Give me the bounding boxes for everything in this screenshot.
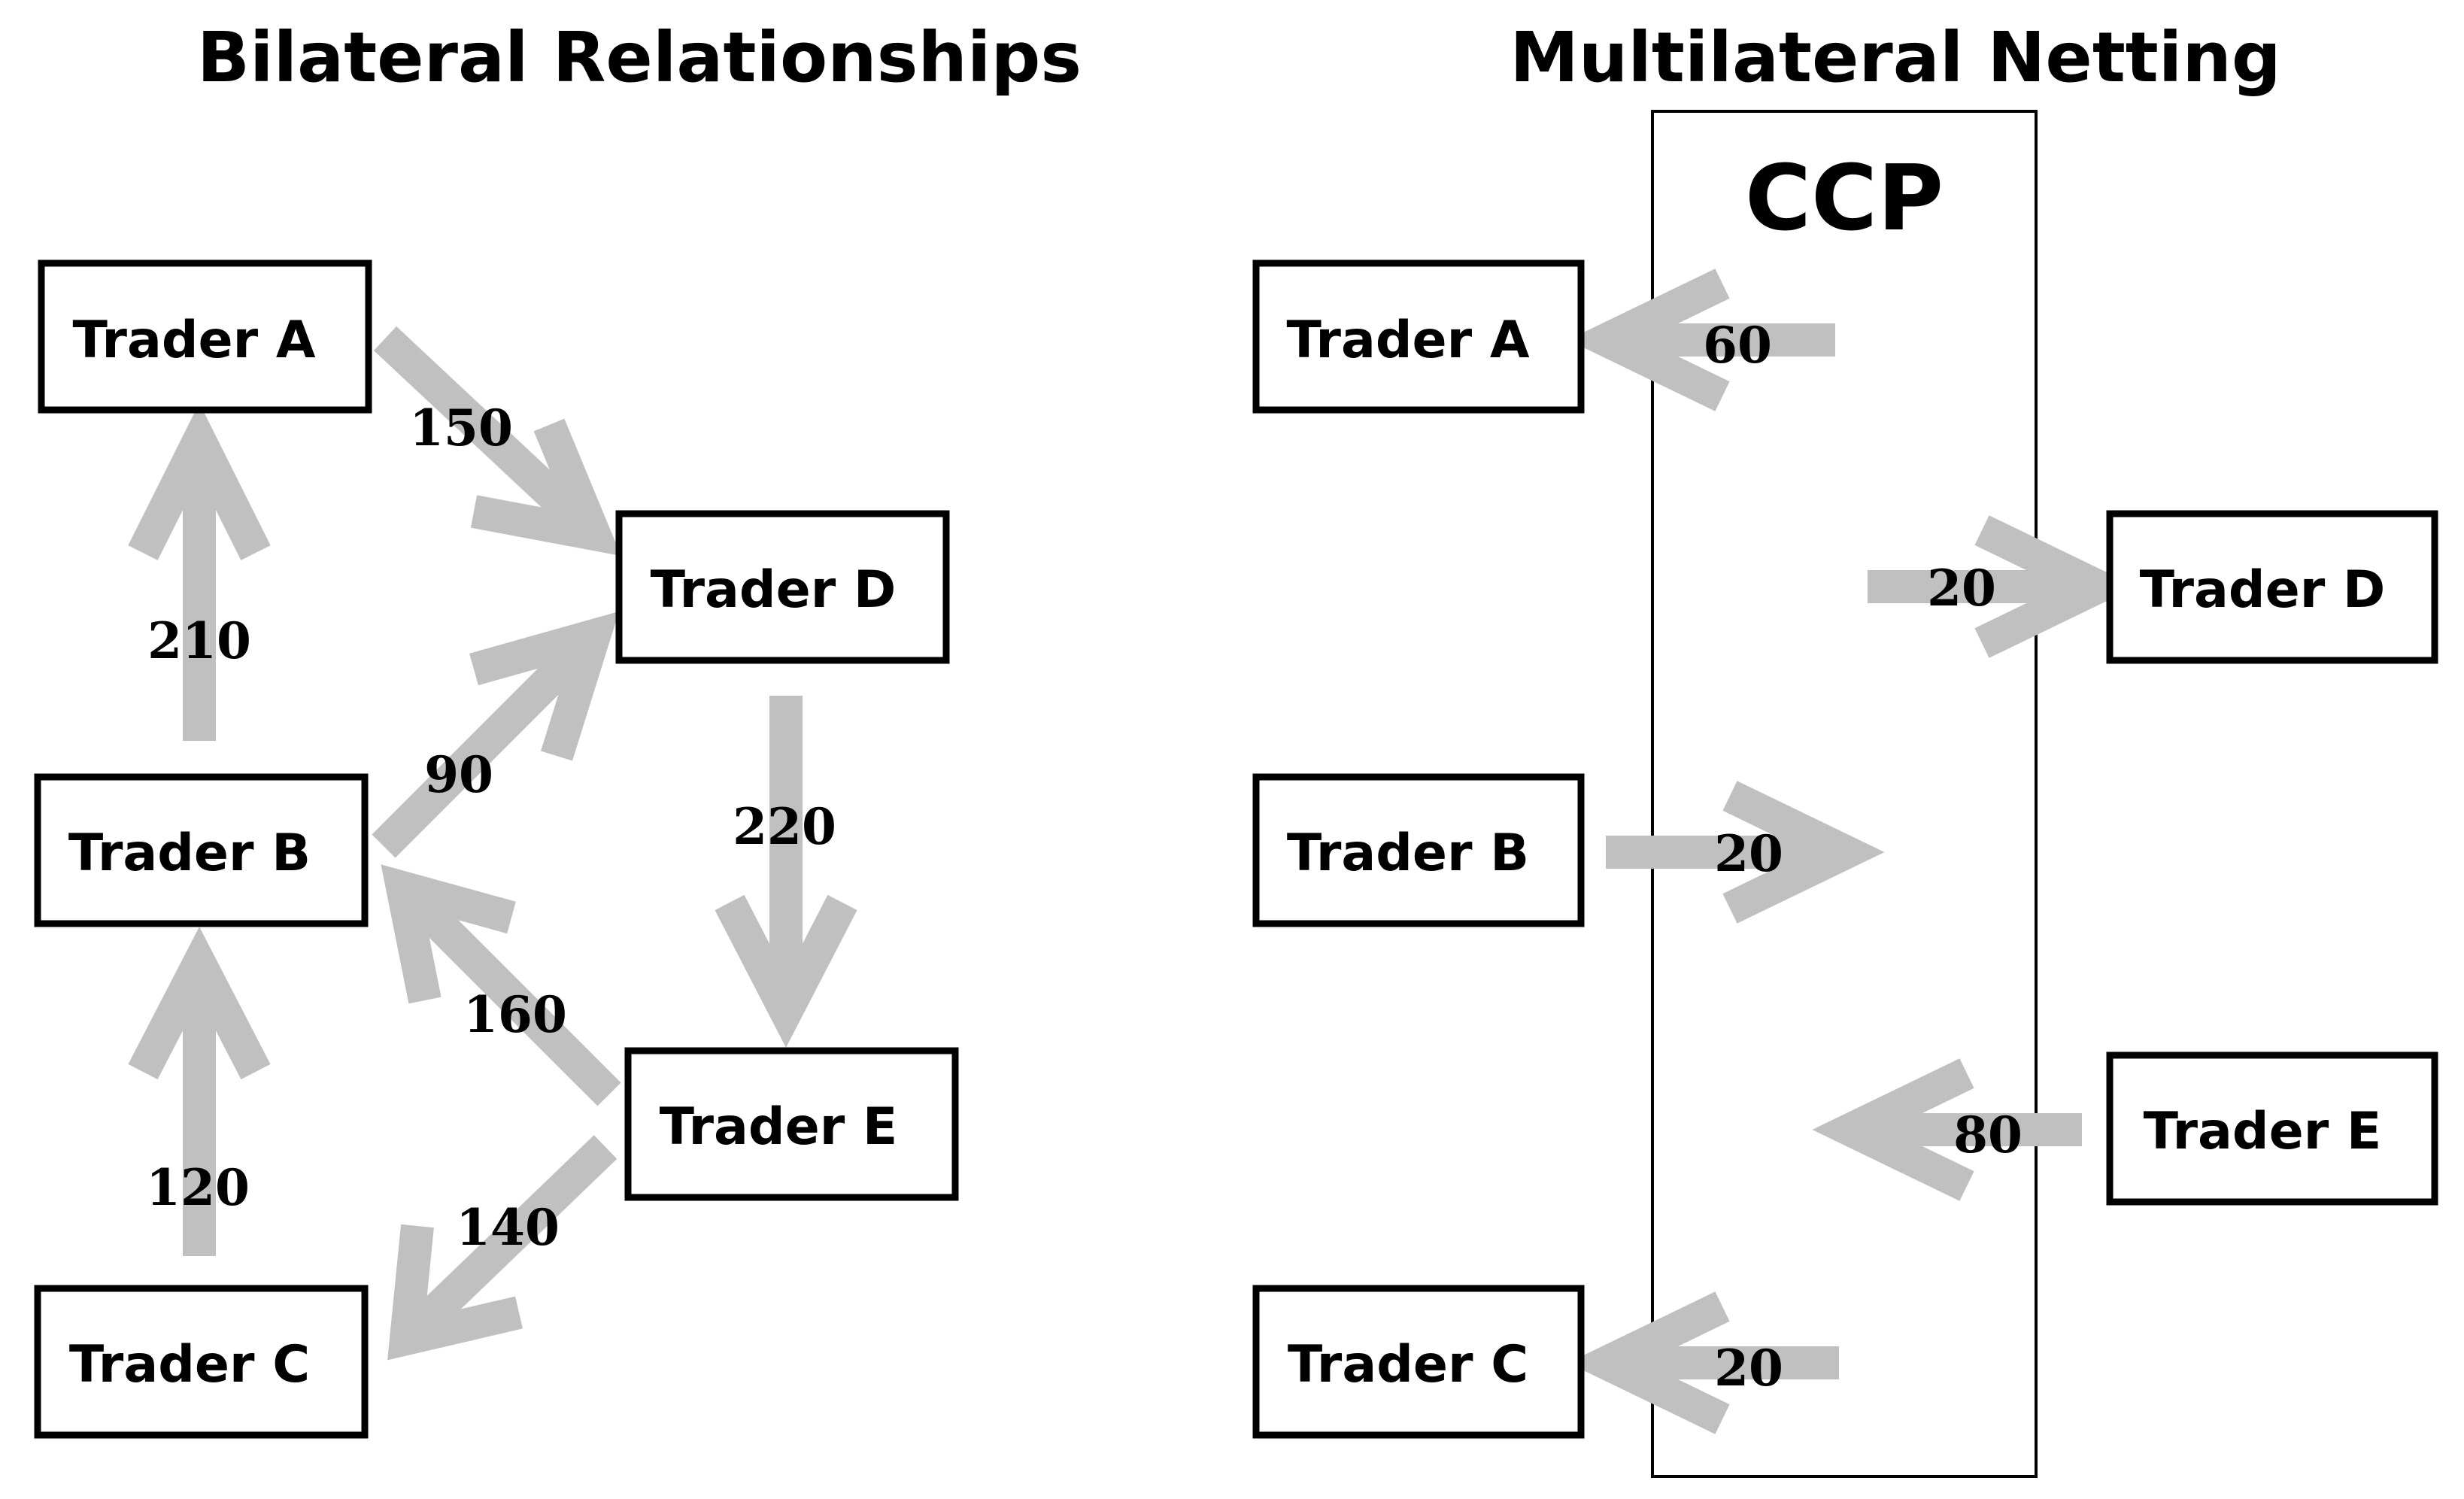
netting-trader-box-c: Trader C <box>1252 1285 1585 1439</box>
flow-arrow-d-to-e <box>715 696 857 1048</box>
amount-label-e-to-c: 140 <box>456 1198 560 1257</box>
netting-arrow-b-to-ccp <box>1606 781 1885 924</box>
trader-label: Trader E <box>2144 1102 2382 1161</box>
ccp-box: CCP <box>1651 110 2038 1478</box>
amount-label-d-to-e: 220 <box>733 797 836 856</box>
netting-arrow-ccp-to-d <box>1868 515 2137 658</box>
flow-arrow-c-to-b <box>128 927 271 1256</box>
netting-amount-ccp-to-c: 20 <box>1714 1339 1783 1397</box>
trader-box-e: Trader E <box>624 1047 959 1201</box>
ccp-label: CCP <box>1745 147 1944 251</box>
netting-arrow-e-to-ccp <box>1812 1058 2082 1201</box>
trader-label: Trader A <box>1287 311 1530 370</box>
flow-arrow-a-to-d <box>373 326 621 557</box>
trader-label: Trader B <box>1287 824 1529 883</box>
netting-amount-e-to-ccp: 80 <box>1953 1106 2022 1164</box>
trader-label: Trader C <box>69 1335 310 1394</box>
trader-label: Trader D <box>2140 560 2386 620</box>
netting-arrow-ccp-to-a <box>1567 269 1835 411</box>
left-panel-title: Bilateral Relationships <box>197 17 1082 98</box>
flow-arrow-b-to-d <box>372 611 620 858</box>
trader-box-d: Trader D <box>615 510 950 664</box>
flow-arrow-e-to-c <box>387 1135 618 1361</box>
trader-label: Trader E <box>660 1097 898 1157</box>
amount-label-b-to-a: 210 <box>147 611 251 670</box>
trader-box-a: Trader A <box>38 259 372 414</box>
netting-arrow-ccp-to-c <box>1567 1291 1839 1434</box>
amount-label-e-to-b: 160 <box>463 985 567 1044</box>
netting-trader-box-e: Trader E <box>2106 1051 2438 1206</box>
trader-label: Trader B <box>68 824 311 883</box>
netting-amount-ccp-to-a: 60 <box>1703 316 1772 375</box>
amount-label-c-to-b: 120 <box>146 1158 250 1217</box>
netting-amount-b-to-ccp: 20 <box>1714 824 1783 883</box>
netting-amount-ccp-to-d: 20 <box>1927 559 1996 618</box>
flow-arrow-e-to-b <box>381 864 621 1106</box>
flow-arrow-b-to-a <box>128 402 271 741</box>
amount-label-b-to-d: 90 <box>424 745 493 804</box>
trader-label: Trader C <box>1288 1335 1528 1394</box>
trader-label: Trader A <box>73 311 316 370</box>
netting-trader-box-a: Trader A <box>1252 259 1585 414</box>
netting-trader-box-d: Trader D <box>2106 510 2438 664</box>
amount-label-a-to-d: 150 <box>409 399 513 457</box>
right-panel-title: Multilateral Netting <box>1510 17 2280 98</box>
netting-trader-box-b: Trader B <box>1252 773 1585 927</box>
trader-box-c: Trader C <box>34 1285 369 1439</box>
trader-box-b: Trader B <box>34 773 369 927</box>
trader-label: Trader D <box>651 560 897 620</box>
